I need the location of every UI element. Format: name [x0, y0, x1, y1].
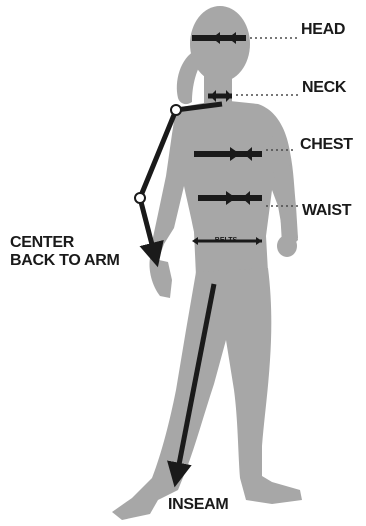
torso-shape	[150, 100, 298, 276]
legs-shape	[112, 268, 302, 520]
chest-label: CHEST	[300, 136, 353, 154]
head-label: HEAD	[301, 21, 345, 39]
hand-shape	[277, 235, 297, 257]
center-back-to-arm-label: CENTER BACK TO ARM	[10, 234, 160, 270]
neck-label: NECK	[302, 79, 346, 97]
shoulder-point	[171, 105, 181, 115]
elbow-point	[135, 193, 145, 203]
inseam-label: INSEAM	[168, 496, 228, 514]
waist-label: WAIST	[302, 202, 351, 220]
center-back-label-line1: CENTER	[10, 234, 160, 252]
center-back-label-line2: BACK TO ARM	[10, 252, 160, 270]
belts-label: BELTS	[201, 237, 251, 245]
